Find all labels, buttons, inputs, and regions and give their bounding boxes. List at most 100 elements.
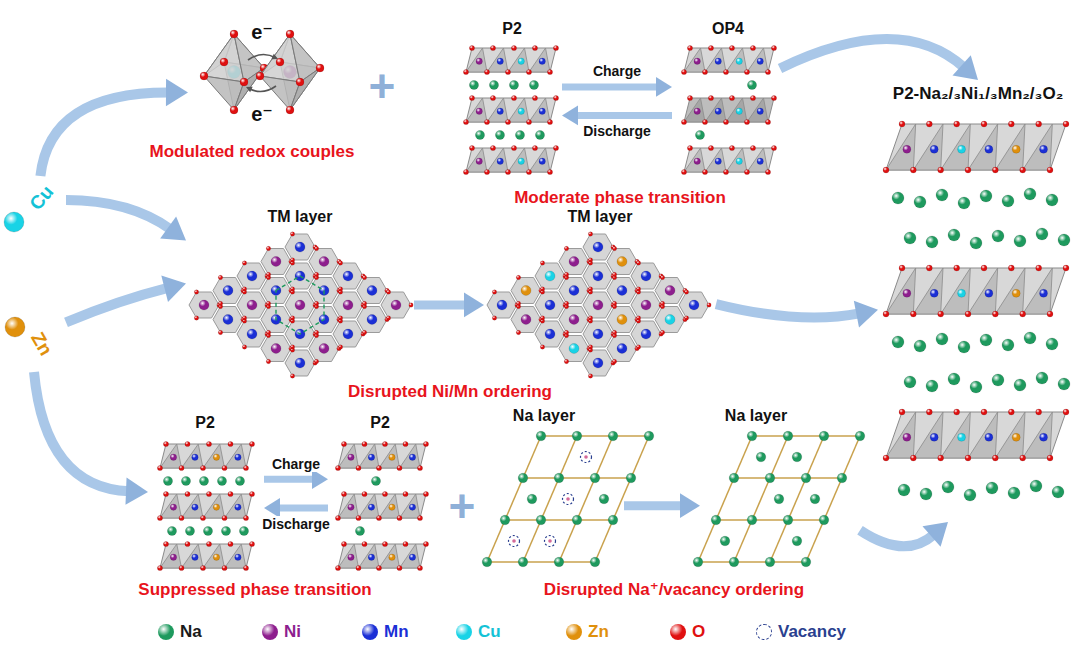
atom xyxy=(771,145,776,150)
atom xyxy=(492,290,496,294)
atom xyxy=(1020,455,1026,461)
arrow-head xyxy=(656,77,672,97)
atom xyxy=(792,452,802,462)
node-label: Na layer xyxy=(513,407,575,425)
atom xyxy=(612,359,616,363)
atom xyxy=(355,526,364,535)
octahedron-top xyxy=(607,249,637,275)
atom xyxy=(914,340,926,352)
atom xyxy=(490,45,495,50)
atom xyxy=(708,45,713,50)
octahedron-top xyxy=(679,292,709,318)
plus-sign: + xyxy=(369,60,396,113)
atom xyxy=(223,315,233,325)
octahedron-face xyxy=(487,148,508,172)
tm-slab xyxy=(160,494,252,518)
atom xyxy=(801,473,811,483)
tm-slab xyxy=(886,124,1066,170)
atom xyxy=(736,58,742,64)
atom xyxy=(694,58,700,64)
atom xyxy=(1036,265,1042,271)
atom xyxy=(588,258,592,262)
atom xyxy=(540,287,544,291)
node-label: P2-Na₂/₃Ni₁/₃Mn₂/₃O₂ xyxy=(893,84,1063,104)
atom xyxy=(920,488,932,500)
atom xyxy=(341,541,346,546)
edge-label: Charge xyxy=(591,63,643,79)
arrow-head xyxy=(271,54,278,59)
octahedron-face xyxy=(203,444,225,468)
connector-line xyxy=(264,476,314,483)
atom xyxy=(213,454,219,460)
atom xyxy=(965,311,971,317)
legend-label: Ni xyxy=(284,622,301,642)
octahedron-top xyxy=(583,263,613,289)
atom xyxy=(1046,194,1058,206)
atom xyxy=(1008,409,1014,415)
atom xyxy=(564,246,568,250)
atom xyxy=(687,95,692,100)
atom xyxy=(368,554,374,560)
atom xyxy=(930,433,938,441)
atom xyxy=(747,431,757,441)
atom xyxy=(954,121,960,127)
vacancy-swatch xyxy=(756,624,772,640)
atom xyxy=(626,473,636,483)
octahedron-face xyxy=(529,98,550,122)
atom xyxy=(409,454,415,460)
atom xyxy=(1036,121,1042,127)
atom xyxy=(314,330,318,334)
atom xyxy=(729,145,734,150)
atom xyxy=(362,491,367,496)
lattice-line xyxy=(698,561,806,563)
atom xyxy=(271,344,281,354)
atom xyxy=(564,359,568,363)
atom xyxy=(641,271,651,281)
octahedron-face xyxy=(466,148,487,172)
atom xyxy=(608,515,618,525)
vacancy-dot xyxy=(566,497,570,501)
legend-label: Mn xyxy=(384,622,409,642)
atom xyxy=(200,515,205,520)
atom xyxy=(707,303,711,307)
atom xyxy=(179,465,184,470)
atom xyxy=(910,311,916,317)
atom xyxy=(213,504,219,510)
atom xyxy=(612,272,616,276)
octahedron-face xyxy=(747,98,768,122)
atom xyxy=(545,329,555,339)
atom xyxy=(221,526,230,535)
atom xyxy=(765,557,775,567)
atom xyxy=(511,145,516,150)
p2-structure: P2 xyxy=(458,18,562,186)
atom xyxy=(409,554,415,560)
atom xyxy=(958,341,970,353)
octahedron-face xyxy=(886,124,916,170)
atom xyxy=(708,145,713,150)
atom xyxy=(482,557,492,567)
atom xyxy=(362,301,366,305)
atom xyxy=(521,315,531,325)
atom xyxy=(348,454,354,460)
connector-line xyxy=(562,83,658,90)
atom xyxy=(242,345,246,349)
atom xyxy=(163,441,168,446)
atom xyxy=(376,565,381,570)
octahedron-face xyxy=(968,268,998,314)
atom xyxy=(266,246,270,250)
atom xyxy=(228,441,233,446)
atom xyxy=(687,45,692,50)
arrow-head xyxy=(464,293,484,318)
atom xyxy=(1036,372,1048,384)
octahedron-top xyxy=(631,263,661,289)
atom xyxy=(199,300,209,310)
atom xyxy=(516,330,520,334)
atom xyxy=(965,167,971,173)
atom xyxy=(617,257,627,267)
atom xyxy=(476,158,482,164)
atom xyxy=(296,78,304,86)
atom xyxy=(213,554,219,560)
octahedron-top xyxy=(559,278,589,304)
atom xyxy=(593,300,603,310)
atom xyxy=(362,275,366,279)
